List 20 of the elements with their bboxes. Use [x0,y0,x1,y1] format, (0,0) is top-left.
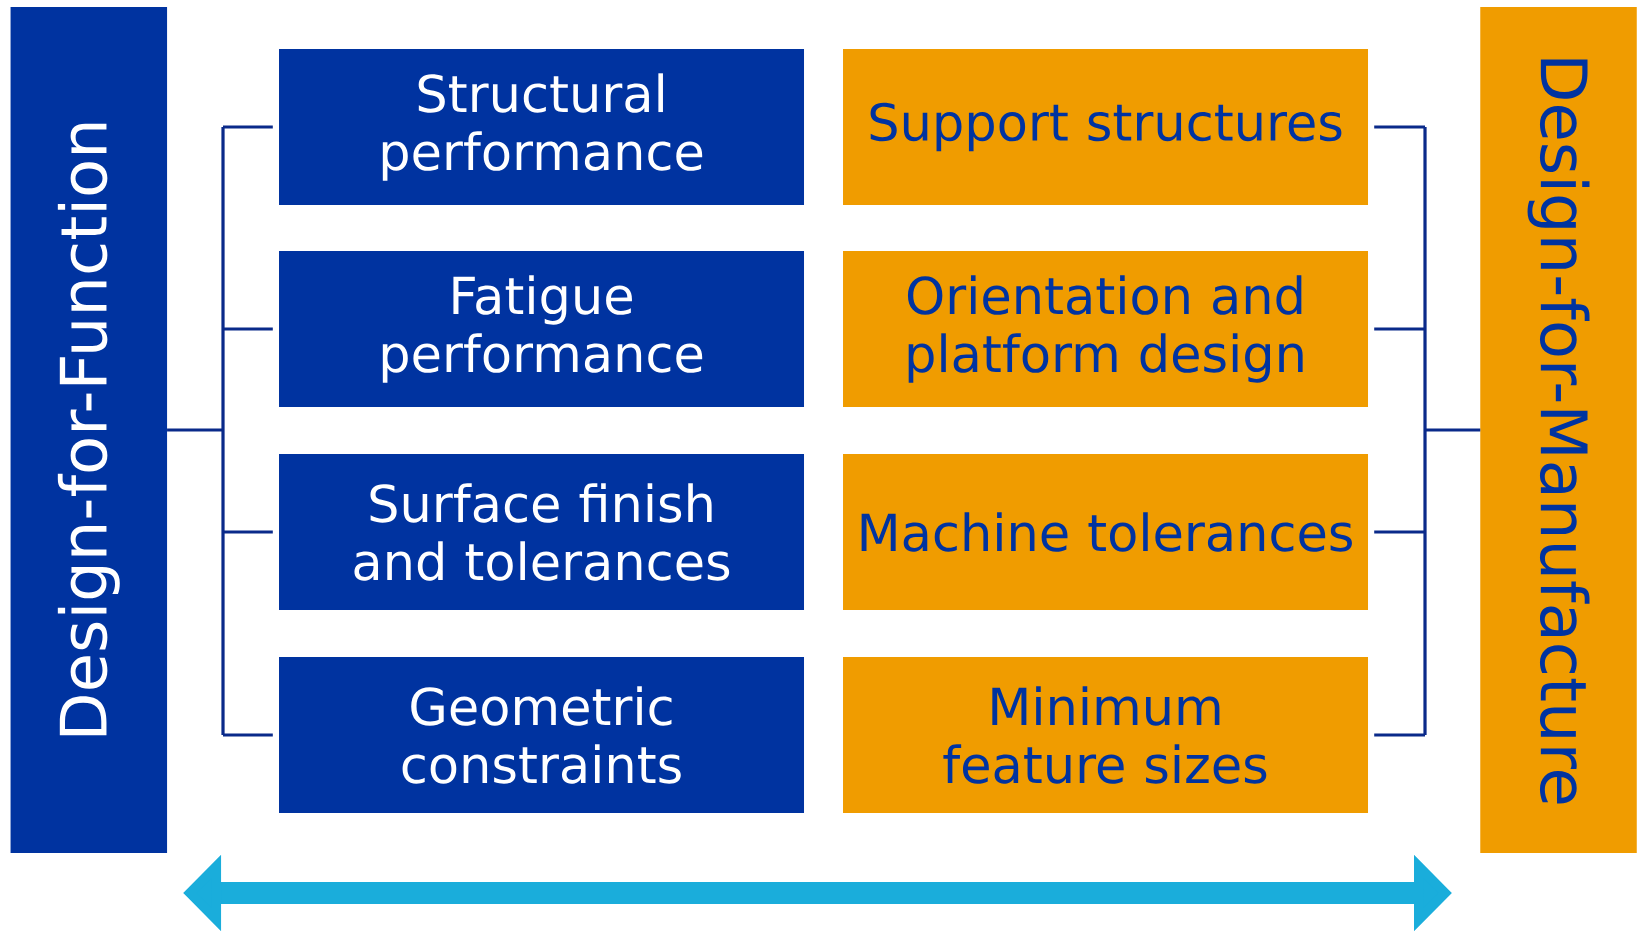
bracket-tick [223,733,273,737]
bracket-tick [223,327,273,331]
bracket-tick [1374,125,1425,129]
bracket-tick [223,125,273,129]
category-box: Structural performance [279,49,804,205]
side-band: Design-for-Function [10,7,168,853]
category-box: Surface finish and tolerances [279,454,804,610]
bracket-tick [1374,530,1425,534]
category-box: Machine tolerances [843,454,1368,610]
bracket-tick [1374,733,1425,737]
category-box: Support structures [843,49,1368,205]
bracket-tick [1374,327,1425,331]
category-box: Fatigue performance [279,251,804,407]
bracket-line [1423,125,1482,737]
side-band: Design-for-Manufacture [1480,7,1637,853]
category-box: Orientation and platform design [843,251,1368,407]
bracket-line [165,125,225,737]
category-box: Minimum feature sizes [843,657,1368,813]
bracket-tick [223,530,273,534]
category-box: Geometric constraints [279,657,804,813]
